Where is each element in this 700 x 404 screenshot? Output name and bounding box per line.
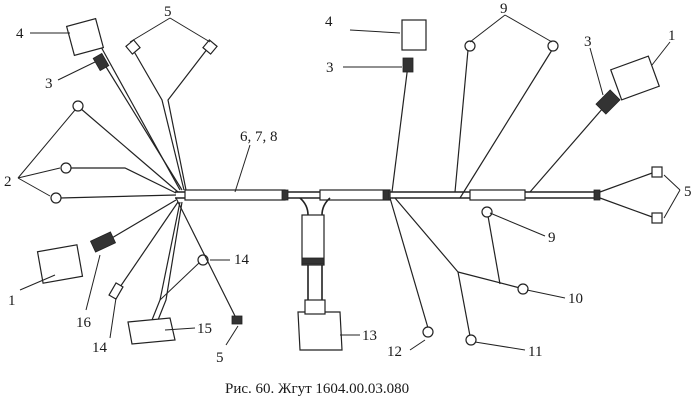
part-labels: 4 5 3 2 1 16 14 14 15 5 6, 7, 8 4 3 13 1…	[4, 1, 692, 366]
label-5-left: 5	[164, 4, 172, 20]
label-2: 2	[4, 174, 12, 190]
trunk-sleeve-center	[319, 189, 391, 201]
connector-15	[127, 317, 176, 345]
label-10: 10	[568, 291, 583, 307]
connector-4-center	[401, 19, 427, 51]
label-9-lower: 9	[548, 230, 556, 246]
label-3-right: 3	[584, 34, 592, 50]
label-6-7-8: 6, 7, 8	[240, 129, 278, 145]
leader-lines	[17, 14, 681, 351]
connector-1-right	[609, 55, 661, 101]
label-13: 13	[362, 328, 377, 344]
trunk-sleeve-right	[469, 189, 526, 201]
label-15: 15	[197, 321, 212, 337]
label-12: 12	[387, 344, 402, 360]
label-14-upper: 14	[234, 252, 250, 268]
main-trunk	[175, 189, 601, 300]
label-4-center: 4	[325, 14, 333, 30]
label-5-right: 5	[684, 184, 692, 200]
label-16: 16	[76, 315, 92, 331]
label-4-left: 4	[16, 26, 24, 42]
figure-caption: Рис. 60. Жгут 1604.00.03.080	[225, 381, 409, 397]
label-3-center: 3	[326, 60, 334, 76]
connector-4-left	[65, 17, 105, 57]
label-11: 11	[528, 344, 542, 360]
label-1-left: 1	[8, 293, 16, 309]
label-9-top: 9	[500, 1, 508, 17]
label-14-lower: 14	[92, 340, 108, 356]
connector-13	[297, 311, 343, 351]
drop-sleeve	[301, 214, 325, 266]
label-1-right: 1	[668, 28, 676, 44]
label-5-lower: 5	[216, 350, 224, 366]
left-fanout	[36, 17, 243, 345]
right-branches	[389, 19, 663, 346]
label-3-left: 3	[45, 76, 53, 92]
connector-1-left	[36, 244, 84, 284]
